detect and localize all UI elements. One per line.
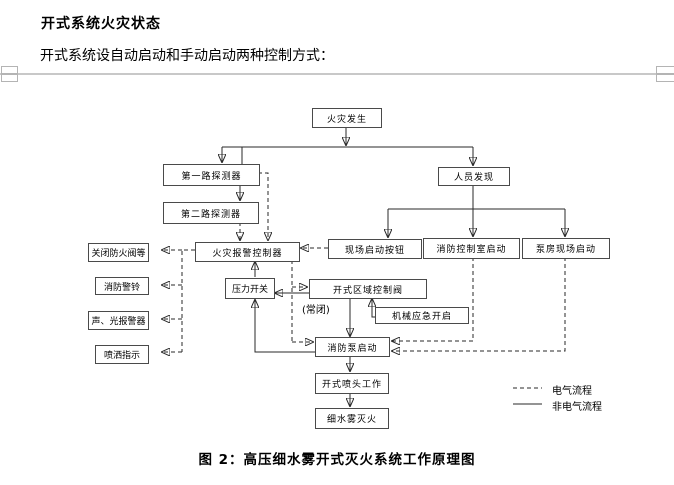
zone-valve-note: (常闭): [302, 305, 330, 316]
node-water-mist-extinguish: 细水雾灭火: [315, 408, 389, 429]
left-column-spine: [181, 249, 195, 352]
node-alarm-controller: 火灾报警控制器: [195, 242, 300, 262]
node-sound-light-alarm: 声、光报警器: [88, 311, 149, 330]
node-control-room-start: 消防控制室启动: [423, 238, 520, 259]
connector-control-room-to-pump: [392, 257, 474, 341]
node-detector-path1: 第一路探测器: [163, 164, 260, 186]
page-break-marker-left-top: [1, 66, 18, 74]
node-fire-pump-start: 消防泵启动: [315, 337, 390, 357]
connector-pump-to-pressure: [255, 300, 315, 353]
connector-pump-room-to-pump: [392, 257, 566, 351]
node-detector-path2: 第二路探测器: [163, 202, 259, 224]
legend-dashed-label: 电气流程: [552, 386, 592, 397]
connector-mechanical-to-valve: [372, 299, 375, 318]
section-title: 开式系统火灾状态: [41, 16, 161, 32]
node-open-sprinkler-work: 开式喷头工作: [315, 373, 389, 394]
legend-solid-label: 非电气流程: [552, 402, 602, 413]
page-break-marker-right-top: [656, 66, 674, 74]
figure-caption: 图 2：高压细水雾开式灭火系统工作原理图: [198, 452, 476, 468]
node-pump-room-start: 泵房现场启动: [522, 238, 610, 259]
page-boundary-rule: [0, 73, 674, 75]
page-break-marker-left-bottom: [1, 74, 18, 82]
node-mechanical-emergency: 机械应急开启: [375, 307, 469, 324]
intro-text: 开式系统设自动启动和手动启动两种控制方式：: [40, 48, 334, 64]
node-close-fire-damper: 关闭防火阀等: [88, 243, 149, 262]
node-fire-occurs: 火灾发生: [312, 108, 382, 128]
page-break-marker-right-bottom: [656, 74, 674, 82]
connector-detector1-to-controller: [258, 172, 268, 240]
node-pressure-switch: 压力开关: [225, 278, 275, 299]
node-zone-control-valve: 开式区域控制阀: [309, 279, 427, 299]
node-fire-bell: 消防警铃: [95, 277, 149, 295]
node-person-found: 人员发现: [438, 167, 510, 186]
node-spray-indicator: 喷洒指示: [95, 345, 149, 364]
node-site-start-button: 现场启动按钮: [328, 239, 422, 259]
